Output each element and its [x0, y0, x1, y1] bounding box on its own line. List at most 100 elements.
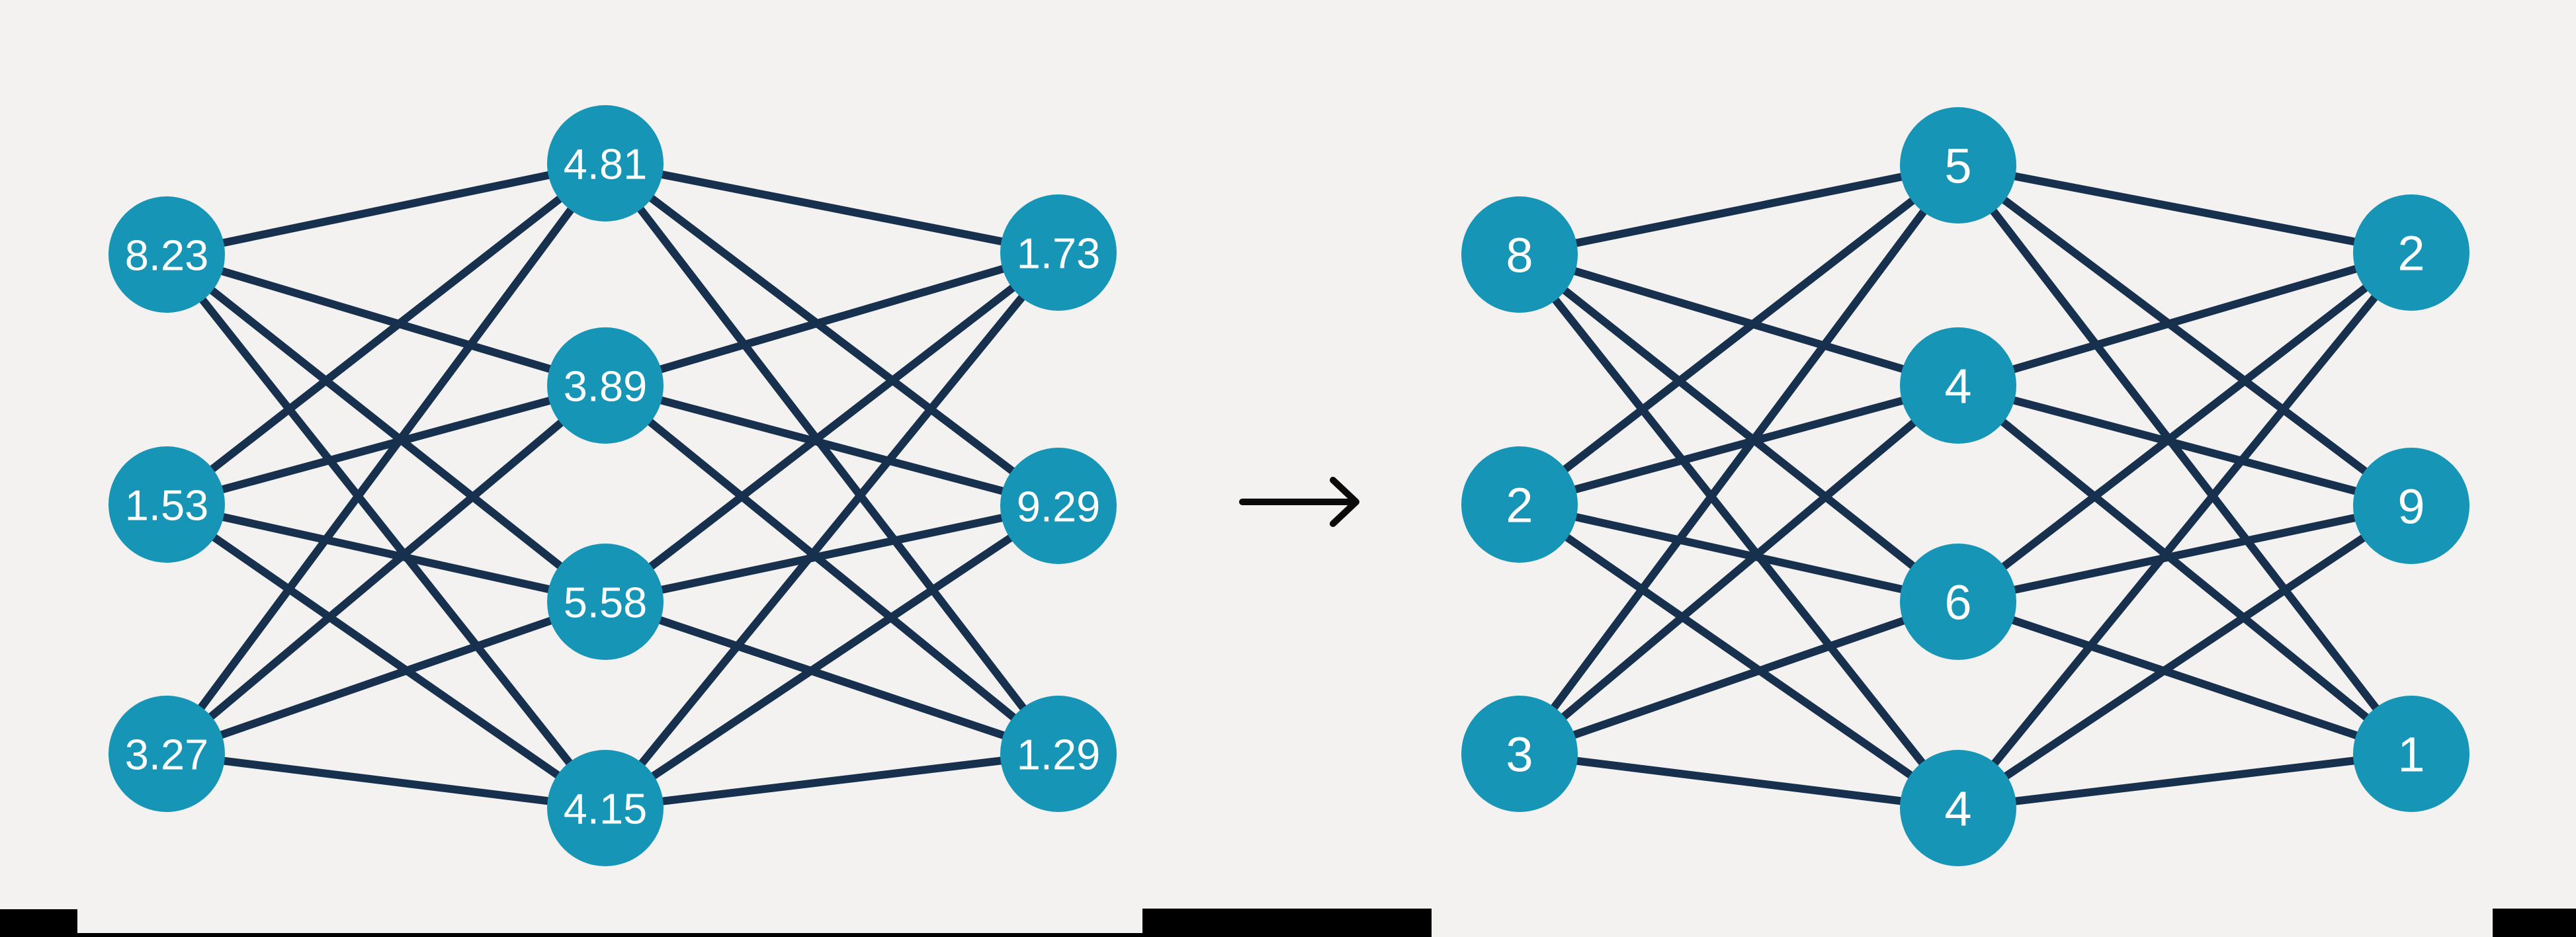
node-int-weights-hidden-3: 4 — [1900, 750, 2016, 866]
node-circle — [547, 105, 664, 222]
node-circle — [1000, 194, 1117, 311]
float-weights-network: 8.23 1.53 3.27 4.81 3.89 5.58 4.15 1.73 9.29 1.29 — [108, 105, 1117, 866]
node-int-weights-hidden-1: 4 — [1900, 327, 2016, 444]
footer-bar-2 — [1142, 909, 1432, 937]
node-value: 4 — [1944, 359, 1971, 414]
node-circle — [1461, 446, 1578, 563]
edge-float-weights-l0n1-l1n3 — [164, 501, 608, 811]
edge-float-weights-l1n2-l2n0 — [603, 249, 1061, 605]
edge-float-weights-l1n0-l2n2 — [602, 161, 1062, 756]
edge-float-weights-l1n3-l2n0 — [602, 250, 1062, 811]
edge-float-weights-l1n0-l2n1 — [603, 160, 1061, 509]
node-circle — [1900, 750, 2016, 866]
node-value: 3.27 — [125, 730, 209, 778]
node-value: 6 — [1944, 575, 1971, 630]
edge-int-weights-l1n3-l2n1 — [1955, 503, 2414, 811]
edge-float-weights-l0n0-l1n0 — [165, 159, 607, 259]
edge-float-weights-l1n3-l2n2 — [605, 750, 1059, 812]
edge-int-weights-l0n2-l1n3 — [1519, 750, 1959, 812]
node-circle — [1000, 696, 1117, 812]
node-float-weights-input-1: 1.53 — [108, 446, 225, 563]
edge-float-weights-l0n0-l1n3 — [163, 252, 609, 811]
float-weights-nodes: 8.23 1.53 3.27 4.81 3.89 5.58 4.15 1.73 9.29 1.29 — [108, 105, 1117, 866]
edge-int-weights-l1n1-l2n2 — [1955, 382, 2414, 757]
edge-float-weights-l0n2-l1n2 — [165, 598, 607, 758]
edge-float-weights-l0n2-l1n1 — [164, 382, 608, 757]
edge-int-weights-l0n0-l1n0 — [1518, 161, 1959, 259]
node-int-weights-output-2: 1 — [2353, 696, 2469, 812]
node-float-weights-hidden-2: 5.58 — [547, 544, 664, 660]
edge-int-weights-l0n2-l1n1 — [1517, 382, 1961, 757]
node-float-weights-output-0: 1.73 — [1000, 194, 1117, 311]
edge-float-weights-l0n0-l1n1 — [165, 251, 607, 389]
node-float-weights-output-1: 9.29 — [1000, 448, 1117, 564]
node-circle — [2353, 448, 2469, 564]
footer-bar-3 — [2493, 909, 2576, 937]
node-value: 1.53 — [125, 481, 209, 529]
node-int-weights-hidden-2: 6 — [1900, 544, 2016, 660]
node-float-weights-output-2: 1.29 — [1000, 696, 1117, 812]
node-value: 1 — [2397, 727, 2425, 782]
edge-float-weights-l1n1-l2n1 — [604, 382, 1060, 510]
node-circle — [2353, 194, 2469, 311]
node-value: 4.15 — [564, 784, 648, 833]
edge-float-weights-l0n1-l1n0 — [164, 160, 608, 508]
edge-int-weights-l1n2-l2n1 — [1957, 502, 2413, 606]
edge-int-weights-l0n1-l1n2 — [1518, 501, 1959, 606]
edge-int-weights-l0n2-l1n0 — [1516, 163, 1961, 756]
node-value: 3.89 — [564, 362, 648, 410]
node-int-weights-input-1: 2 — [1461, 446, 1578, 563]
node-circle — [547, 750, 664, 866]
node-circle — [108, 196, 225, 313]
node-circle — [1000, 448, 1117, 564]
node-circle — [547, 544, 664, 660]
node-value: 1.29 — [1017, 730, 1101, 778]
node-circle — [2353, 696, 2469, 812]
node-value: 4 — [1944, 782, 1971, 836]
node-int-weights-input-2: 3 — [1461, 696, 1578, 812]
footer-bar-0 — [0, 909, 77, 937]
edge-float-weights-l0n0-l1n2 — [164, 251, 608, 605]
edge-float-weights-l1n0-l2n0 — [604, 159, 1060, 257]
node-int-weights-hidden-0: 5 — [1900, 107, 2016, 224]
edge-int-weights-l1n3-l2n2 — [1957, 750, 2412, 812]
edge-int-weights-l1n2-l2n2 — [1957, 598, 2413, 758]
node-float-weights-input-0: 8.23 — [108, 196, 225, 313]
node-int-weights-output-0: 2 — [2353, 194, 2469, 311]
node-value: 9.29 — [1017, 482, 1101, 530]
node-circle — [547, 327, 664, 444]
float-to-int-arrow — [1239, 477, 1359, 527]
node-value: 1.73 — [1017, 229, 1101, 277]
node-int-weights-output-1: 9 — [2353, 448, 2469, 564]
node-float-weights-hidden-1: 3.89 — [547, 327, 664, 444]
edge-float-weights-l1n1-l2n0 — [604, 249, 1060, 389]
node-circle — [108, 696, 225, 812]
edge-float-weights-l1n2-l2n1 — [604, 502, 1060, 606]
node-circle — [1900, 107, 2016, 224]
edge-int-weights-l1n0-l2n1 — [1955, 162, 2414, 509]
node-value: 3 — [1506, 727, 1533, 782]
node-value: 8.23 — [125, 231, 209, 279]
edge-float-weights-l1n1-l2n2 — [603, 382, 1061, 757]
node-circle — [1461, 196, 1578, 313]
int-weights-network: 8 2 3 5 4 6 4 2 9 1 — [1461, 107, 2469, 866]
int-weights-edges — [1516, 161, 2415, 812]
edge-float-weights-l0n1-l1n2 — [165, 501, 607, 606]
node-circle — [108, 446, 225, 563]
node-value: 2 — [2397, 226, 2425, 281]
edge-int-weights-l0n2-l1n2 — [1518, 598, 1959, 758]
node-circle — [1461, 696, 1578, 812]
node-float-weights-hidden-3: 4.15 — [547, 750, 664, 866]
node-value: 2 — [1506, 478, 1533, 533]
node-float-weights-hidden-0: 4.81 — [547, 105, 664, 222]
int-weights-nodes: 8 2 3 5 4 6 4 2 9 1 — [1461, 107, 2469, 866]
node-float-weights-input-2: 3.27 — [108, 696, 225, 812]
arrow-head — [1330, 477, 1359, 527]
float-weights-edges — [163, 159, 1062, 812]
edge-int-weights-l1n2-l2n0 — [1955, 249, 2414, 605]
node-int-weights-input-0: 8 — [1461, 196, 1578, 313]
edge-int-weights-l0n1-l1n1 — [1518, 382, 1959, 509]
